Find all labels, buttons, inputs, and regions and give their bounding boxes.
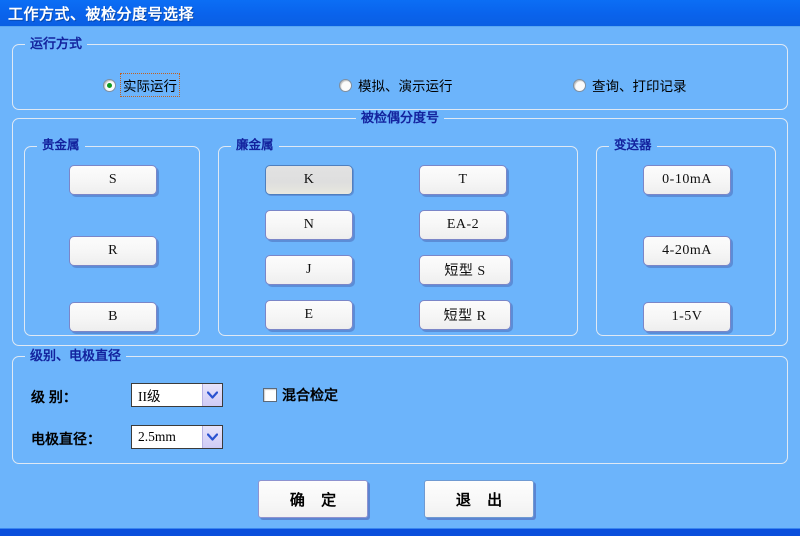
button-range-1-5v[interactable]: 1-5V [643,302,731,332]
checkbox-icon [263,388,277,402]
window-title: 工作方式、被检分度号选择 [8,6,195,23]
button-type-t[interactable]: T [419,165,507,195]
button-type-s[interactable]: S [69,165,157,195]
button-type-short-r[interactable]: 短型 R [419,300,511,330]
base-metal-legend: 廉金属 [231,138,279,153]
run-mode-group: 运行方式 实际运行 模拟、演示运行 查询、打印记录 [12,36,788,110]
radio-label: 查询、打印记录 [592,79,687,94]
title-bar: 工作方式、被检分度号选择 [0,0,800,27]
button-type-j[interactable]: J [265,255,353,285]
button-type-b[interactable]: B [69,302,157,332]
radio-actual-run[interactable]: 实际运行 [103,73,180,97]
electrode-diameter-value: 2.5mm [138,429,176,444]
transmitter-legend: 变送器 [609,138,657,153]
run-mode-legend: 运行方式 [25,36,88,51]
radio-dot-icon [103,78,116,92]
electrode-diameter-select[interactable]: 2.5mm [131,425,223,449]
button-type-r[interactable]: R [69,236,157,266]
chevron-down-icon[interactable] [202,426,222,448]
button-type-n[interactable]: N [265,210,353,240]
base-metal-group: 廉金属 K N J E T EA-2 短型 S 短型 R [218,138,578,336]
grade-diameter-group: 级别、电极直径 级 别： II级 电极直径： 2.5mm 混合检定 [12,348,788,464]
button-range-0-10ma[interactable]: 0-10mA [643,165,731,195]
button-type-k[interactable]: K [265,165,353,195]
graduation-legend: 被检偶分度号 [355,110,445,125]
confirm-button[interactable]: 确 定 [258,480,368,518]
mixed-verification-label: 混合检定 [282,387,338,403]
grade-select-value: II级 [138,389,161,404]
radio-label: 实际运行 [120,73,180,97]
radio-query-print-records[interactable]: 查询、打印记录 [573,75,689,95]
button-type-short-s[interactable]: 短型 S [419,255,511,285]
chevron-down-icon[interactable] [202,384,222,406]
button-type-e[interactable]: E [265,300,353,330]
exit-button[interactable]: 退 出 [424,480,534,518]
button-type-ea2[interactable]: EA-2 [419,210,507,240]
run-mode-options: 实际运行 模拟、演示运行 查询、打印记录 [13,73,787,97]
electrode-diameter-label: 电极直径： [31,431,101,447]
radio-dot-icon [339,78,352,92]
radio-simulation-run[interactable]: 模拟、演示运行 [339,75,455,95]
bottom-status-bar [0,528,800,536]
grade-diameter-legend: 级别、电极直径 [25,348,127,363]
button-range-4-20ma[interactable]: 4-20mA [643,236,731,266]
radio-dot-icon [573,78,586,92]
grade-label: 级 别： [31,389,77,405]
transmitter-group: 变送器 0-10mA 4-20mA 1-5V [596,138,776,336]
grade-select[interactable]: II级 [131,383,223,407]
radio-label: 模拟、演示运行 [358,79,453,94]
graduation-group: 被检偶分度号 [12,110,788,346]
noble-metal-group: 贵金属 S R B [24,138,200,336]
noble-metal-legend: 贵金属 [37,138,85,153]
mixed-verification-checkbox[interactable]: 混合检定 [263,385,338,405]
